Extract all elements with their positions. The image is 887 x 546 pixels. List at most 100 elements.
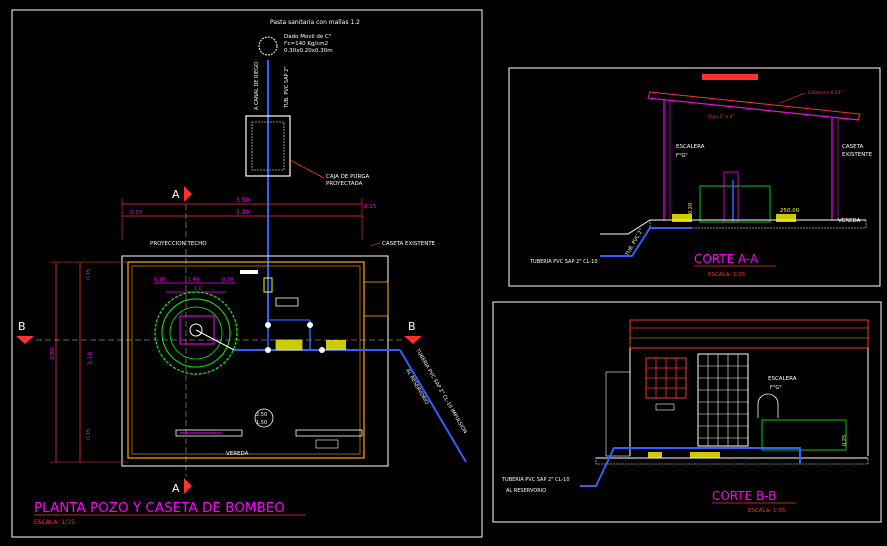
level-symbol-1: 2.50 <box>256 412 267 418</box>
label-reservoir: AL RESERVORIO <box>404 368 429 406</box>
dim-circle-a: 0.30 <box>154 277 165 283</box>
dim-left-a: 0.15 <box>86 269 92 280</box>
bb-ladder-box <box>761 419 847 451</box>
bb-roof <box>629 319 869 349</box>
aa-roof-header <box>702 74 758 80</box>
aa-pipe <box>600 227 692 257</box>
bb-scale: ESCALA: 1/35 <box>748 508 786 514</box>
pipe-cap <box>258 36 278 56</box>
aa-label-ladder-sub: F°G° <box>676 153 688 159</box>
dim-circle-c: 0.20 <box>222 277 233 283</box>
bb-label-ladder-sub: F°G° <box>770 385 782 391</box>
section-a-marker-bottom: A <box>172 482 180 495</box>
existing-annex <box>363 281 389 317</box>
bb-label-ladder: ESCALERA <box>768 376 797 382</box>
dim-circle-d: 1.0 <box>194 286 202 292</box>
section-bb-frame <box>492 301 882 523</box>
dim-left-c: 0.15 <box>86 429 92 440</box>
fitting-2 <box>307 322 313 328</box>
plan-vertical-label-1: A CANAL DE RIEGO <box>254 62 260 110</box>
aa-roof <box>647 91 861 121</box>
aa-label-ladder: ESCALERA <box>676 144 705 150</box>
section-b-arrow-left <box>16 336 34 344</box>
dim-left-b: 2.80 <box>50 347 56 360</box>
aa-label-dim: 0.20 <box>688 203 694 214</box>
dim-top-total: 3.50 <box>236 197 250 204</box>
aa-scale: ESCALA: 1/25 <box>708 272 746 278</box>
plan-frame <box>11 9 483 538</box>
well-diag <box>195 329 235 351</box>
building-wall <box>127 261 365 459</box>
pump-body <box>275 339 303 351</box>
building-wall-inner <box>131 265 361 455</box>
purge-box-inner <box>251 121 285 171</box>
level-symbol-2: 1.50 <box>256 420 267 426</box>
aa-title: CORTE A-A <box>694 252 759 266</box>
plan-pipe-note-3: 0.30x0.20x0.30m <box>284 48 333 54</box>
plan-note-top: Pasta sanitaria con mallas 1.2 <box>270 19 360 26</box>
dim-left-total: 3.10 <box>87 351 94 365</box>
aa-ladder-box <box>699 185 771 223</box>
aa-roof-label-2: Viga 2" x 4" <box>708 114 735 120</box>
dim-top-left: 0.15 <box>130 210 143 216</box>
bb-block-wall <box>697 353 749 447</box>
aa-label-existing: CASETA <box>842 144 864 150</box>
well-cover <box>179 315 215 345</box>
fitting-1 <box>265 322 271 328</box>
bb-label-reservoir: AL RESERVORIO <box>506 488 546 494</box>
valve-2 <box>275 297 299 307</box>
level-symbol <box>254 408 274 428</box>
dim-circle-b: 1.40 <box>188 277 199 283</box>
section-a-arrow-top <box>184 186 192 202</box>
section-b-marker-right: B <box>408 320 416 333</box>
section-aa-frame <box>508 67 881 287</box>
section-a-marker-top: A <box>172 188 180 201</box>
door-right <box>295 429 363 437</box>
plan-title: PLANTA POZO Y CASETA DE BOMBEO <box>34 500 285 516</box>
bb-title: CORTE B-B <box>712 489 776 503</box>
purge-leader <box>289 159 325 179</box>
aa-label-existing-2: EXISTENTE <box>842 152 873 158</box>
dim-top-mid: 3.20 <box>236 209 250 216</box>
bb-footing-1 <box>648 452 662 458</box>
purge-label-2: PROYECTADA <box>326 181 363 187</box>
door-grate <box>315 439 339 449</box>
plan-scale: ESCALA: 1/35 <box>34 519 75 526</box>
building-outer <box>121 255 389 467</box>
white-tag <box>240 270 258 274</box>
bb-label-dim: 0.25 <box>842 435 848 446</box>
aa-label-level: 250.00 <box>780 208 800 214</box>
aa-roof-beam <box>647 97 861 121</box>
door-left <box>175 429 243 437</box>
purge-label-1: CAJA DE PURGA <box>326 174 370 180</box>
bb-window-label <box>655 403 675 411</box>
aa-ladder-rail <box>723 171 739 223</box>
aa-footing-1 <box>672 214 692 222</box>
plan-pipe-note-1: Dado Movil de C° <box>284 34 332 40</box>
plan-pipe-note-2: f'c=140 Kg/cm2 <box>284 41 328 47</box>
label-existing: CASETA EXISTENTE <box>382 241 436 247</box>
pipe-diagonal-out <box>399 349 467 463</box>
section-a-arrow-bottom <box>184 478 192 494</box>
well-outer <box>154 291 238 375</box>
aa-label-pipe: TUBERIA PVC SAP 2" CL-10 <box>529 259 598 265</box>
bb-pipe <box>580 447 801 487</box>
meter-box <box>326 340 346 350</box>
aa-floor-slab <box>649 219 867 229</box>
well-center <box>189 323 203 337</box>
bb-left-annex <box>605 371 631 457</box>
aa-label-sidewalk: VEREDA <box>838 218 861 224</box>
bb-slab <box>595 457 869 465</box>
aa-roof-label-1: Calamina 0.14" <box>808 90 843 96</box>
bb-label-pipe: TUBERIA PVC SAP 2" CL-10 <box>501 477 570 483</box>
well-inner <box>169 306 223 360</box>
bb-ladder-arch <box>757 393 779 418</box>
fitting-4 <box>319 347 325 353</box>
aa-footing-2 <box>776 214 796 222</box>
label-sidewalk: VEREDA <box>226 451 249 457</box>
fitting-3 <box>265 347 271 353</box>
well-mid <box>161 298 231 368</box>
label-projection: PROYECCION TECHO <box>150 241 207 247</box>
purge-box <box>245 115 291 177</box>
